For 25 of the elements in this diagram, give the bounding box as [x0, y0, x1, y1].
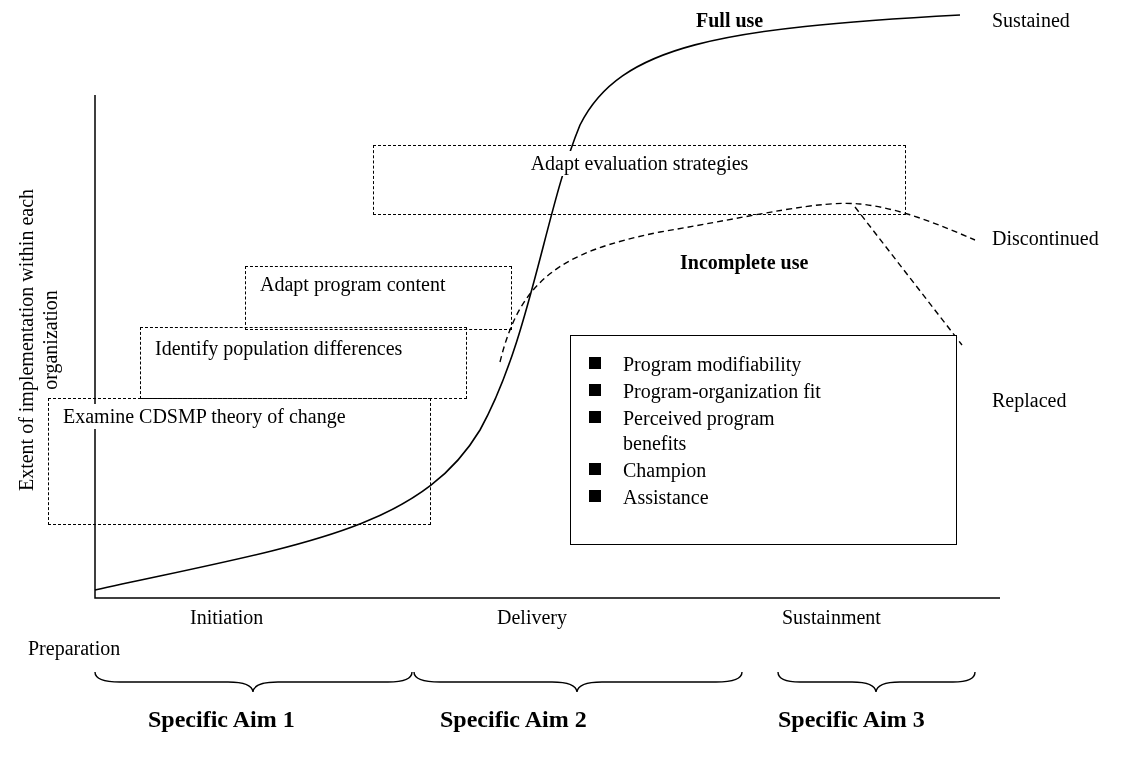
- list-item: Program-organization fit: [623, 379, 822, 404]
- phase-label: Sustainment: [782, 605, 881, 629]
- phase-label: Initiation: [190, 605, 264, 629]
- list-item: Champion: [623, 458, 708, 483]
- list-item: Program modifiability: [623, 352, 803, 377]
- aim-label: Specific Aim 1: [148, 705, 295, 734]
- axis-title: Extent of implementation within each organization: [14, 187, 62, 494]
- dashed-box: [48, 398, 431, 525]
- box-text: Adapt evaluation strategies: [530, 151, 749, 176]
- box-text: Examine CDSMP theory of change: [63, 404, 346, 429]
- aim-label: Specific Aim 2: [440, 705, 587, 734]
- curve-label: Full use: [696, 8, 764, 32]
- aim-label: Specific Aim 3: [778, 705, 925, 734]
- factor-list-box: [570, 335, 957, 545]
- list-item: Perceived program benefits: [623, 406, 776, 456]
- phase-label: Delivery: [497, 605, 567, 629]
- dashed-box: [245, 266, 512, 330]
- list-item: Assistance: [623, 485, 710, 510]
- outcome-label: Discontinued: [992, 226, 1099, 250]
- outcome-label: Replaced: [992, 388, 1067, 412]
- dashed-box: [140, 327, 467, 399]
- dashed-box: [373, 145, 906, 215]
- outcome-label: Sustained: [992, 8, 1070, 32]
- curve-label: Incomplete use: [680, 250, 809, 274]
- phase-label: Preparation: [28, 636, 121, 660]
